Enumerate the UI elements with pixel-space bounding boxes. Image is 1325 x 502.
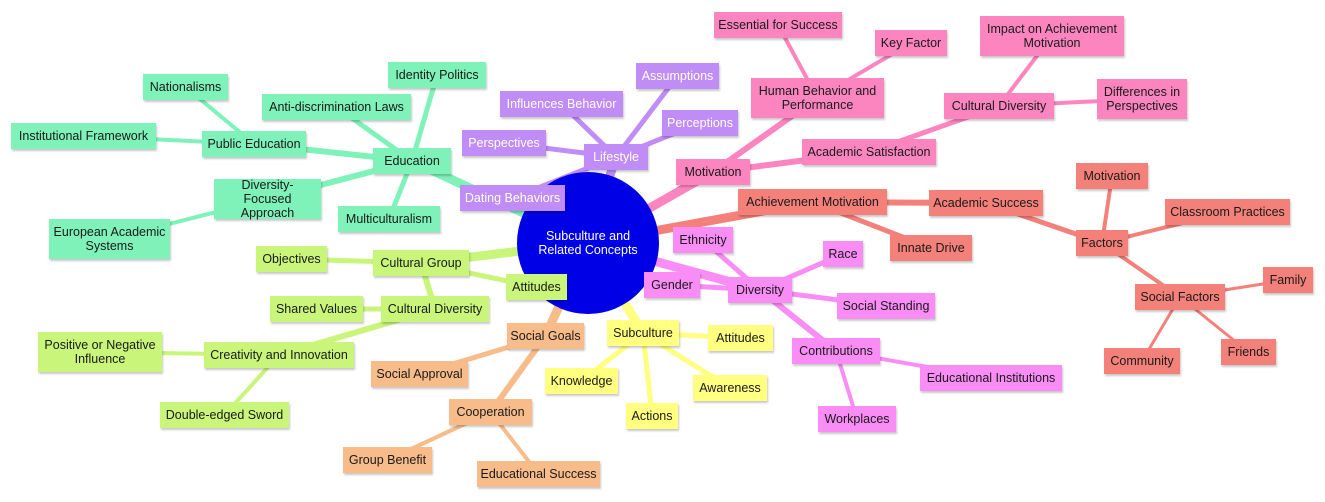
node-diversity[interactable]: Diversity [728, 277, 792, 303]
node-social-standing[interactable]: Social Standing [837, 293, 935, 319]
node-contributions[interactable]: Contributions [792, 338, 880, 364]
node-attitudes-lime[interactable]: Attitudes [506, 274, 567, 300]
node-nationalisms[interactable]: Nationalisms [143, 74, 228, 100]
node-creativity-innovation[interactable]: Creativity and Innovation [204, 342, 354, 368]
node-perspectives[interactable]: Perspectives [462, 130, 546, 156]
link-education-to-identity-politics [409, 72, 440, 164]
node-family[interactable]: Family [1263, 267, 1313, 293]
node-social-goals[interactable]: Social Goals [507, 323, 584, 349]
node-cultural-group[interactable]: Cultural Group [373, 250, 469, 276]
node-educational-institutions[interactable]: Educational Institutions [920, 365, 1062, 391]
node-positive-negative[interactable]: Positive or Negative Influence [38, 332, 162, 372]
link-subculture-to-actions [640, 330, 655, 419]
node-lifestyle[interactable]: Lifestyle [584, 144, 648, 170]
node-achievement-motivation[interactable]: Achievement Motivation [738, 189, 887, 215]
node-institutional-framework[interactable]: Institutional Framework [11, 123, 156, 149]
node-race[interactable]: Race [823, 241, 863, 267]
node-multiculturalism[interactable]: Multiculturalism [338, 206, 440, 232]
node-classroom-practices[interactable]: Classroom Practices [1165, 199, 1290, 225]
node-motivation-main[interactable]: Motivation [676, 159, 750, 185]
node-differences-perspectives[interactable]: Differences in Perspectives [1097, 79, 1187, 119]
node-motivation-red[interactable]: Motivation [1076, 163, 1148, 189]
node-cultural-diversity-lime[interactable]: Cultural Diversity [381, 296, 489, 322]
node-subculture[interactable]: Subculture [607, 320, 679, 346]
node-group-benefit[interactable]: Group Benefit [343, 447, 432, 473]
node-dating-behaviors[interactable]: Dating Behaviors [460, 185, 565, 211]
node-objectives[interactable]: Objectives [256, 246, 327, 272]
node-education[interactable]: Education [373, 148, 451, 174]
node-ethnicity[interactable]: Ethnicity [673, 227, 733, 253]
node-community[interactable]: Community [1104, 348, 1180, 374]
node-academic-success[interactable]: Academic Success [929, 190, 1043, 216]
link-lifestyle-to-assumptions [613, 73, 680, 160]
node-attitudes-yellow[interactable]: Attitudes [708, 325, 773, 351]
node-social-factors[interactable]: Social Factors [1135, 284, 1225, 310]
node-innate-drive[interactable]: Innate Drive [890, 235, 972, 261]
node-essential-success[interactable]: Essential for Success [714, 12, 842, 38]
node-academic-satisfaction[interactable]: Academic Satisfaction [802, 139, 936, 165]
node-double-edged[interactable]: Double-edged Sword [160, 402, 289, 428]
node-gender[interactable]: Gender [644, 272, 700, 298]
node-actions[interactable]: Actions [626, 403, 678, 429]
node-diversity-focused[interactable]: Diversity-Focused Approach [214, 178, 321, 220]
node-friends[interactable]: Friends [1221, 339, 1276, 365]
node-awareness[interactable]: Awareness [693, 375, 767, 401]
node-cultural-diversity-pink[interactable]: Cultural Diversity [944, 93, 1054, 119]
node-workplaces[interactable]: Workplaces [818, 406, 896, 432]
node-anti-discrimination[interactable]: Anti-discrimination Laws [262, 94, 411, 120]
node-cooperation[interactable]: Cooperation [449, 399, 532, 425]
node-educational-success[interactable]: Educational Success [477, 461, 600, 487]
node-assumptions[interactable]: Assumptions [636, 63, 719, 89]
node-identity-politics[interactable]: Identity Politics [388, 62, 486, 88]
node-key-factor[interactable]: Key Factor [875, 30, 947, 56]
node-human-behavior[interactable]: Human Behavior and Performance [751, 78, 884, 118]
node-public-education[interactable]: Public Education [202, 131, 306, 157]
node-factors[interactable]: Factors [1076, 230, 1128, 256]
node-social-approval[interactable]: Social Approval [371, 361, 468, 387]
node-shared-values[interactable]: Shared Values [270, 296, 363, 322]
node-impact-achievement[interactable]: Impact on Achievement Motivation [980, 16, 1124, 56]
node-perceptions[interactable]: Perceptions [662, 110, 738, 136]
node-european-academic[interactable]: European Academic Systems [49, 219, 170, 259]
node-knowledge[interactable]: Knowledge [545, 368, 618, 394]
node-influences-behavior[interactable]: Influences Behavior [500, 91, 623, 117]
